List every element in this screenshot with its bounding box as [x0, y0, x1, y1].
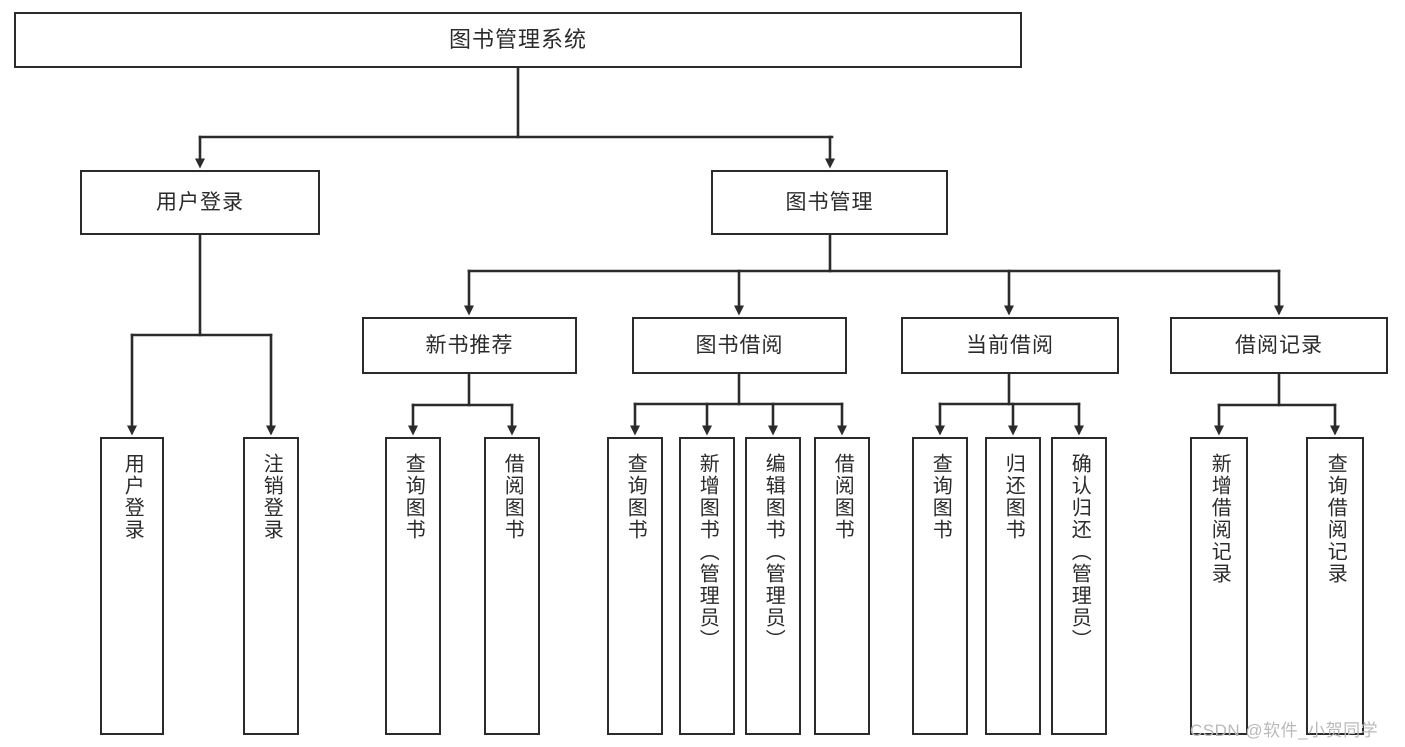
node-current-borrow[interactable]: 当前借阅	[901, 317, 1119, 374]
node-leaf-query-book-2[interactable]: 查询图书	[607, 437, 663, 735]
node-leaf-user-login-label: 用户登录	[121, 453, 144, 541]
node-leaf-add-record-label: 新增借阅记录	[1208, 453, 1231, 585]
node-leaf-borrow-book-1[interactable]: 借阅图书	[484, 437, 540, 735]
node-leaf-edit-book[interactable]: 编辑图书（管理员）	[745, 437, 801, 735]
node-leaf-query-book-3-label: 查询图书	[929, 453, 952, 541]
node-leaf-confirm-return-label: 确认归还（管理员）	[1068, 453, 1091, 651]
node-leaf-query-record[interactable]: 查询借阅记录	[1306, 437, 1364, 735]
node-leaf-add-book-label: 新增图书（管理员）	[696, 453, 719, 651]
node-new-book-rec-label: 新书推荐	[425, 333, 514, 357]
node-user-login-label: 用户登录	[156, 190, 244, 214]
node-leaf-add-book[interactable]: 新增图书（管理员）	[679, 437, 735, 735]
node-leaf-confirm-return[interactable]: 确认归还（管理员）	[1051, 437, 1107, 735]
node-current-borrow-label: 当前借阅	[966, 333, 1054, 357]
node-new-book-rec[interactable]: 新书推荐	[362, 317, 577, 374]
node-leaf-return-book-label: 归还图书	[1002, 453, 1025, 541]
node-book-manage-label: 图书管理	[785, 190, 874, 214]
node-borrow-record[interactable]: 借阅记录	[1170, 317, 1388, 374]
csdn-watermark: CSDN @软件_小贺同学	[1190, 721, 1379, 740]
node-leaf-return-book[interactable]: 归还图书	[985, 437, 1041, 735]
node-root[interactable]: 图书管理系统	[14, 12, 1022, 68]
node-leaf-add-record[interactable]: 新增借阅记录	[1190, 437, 1248, 735]
node-user-login[interactable]: 用户登录	[80, 170, 320, 235]
node-leaf-query-book-2-label: 查询图书	[624, 453, 647, 541]
node-leaf-borrow-book-1-label: 借阅图书	[501, 453, 524, 541]
node-leaf-logout-label: 注销登录	[260, 453, 283, 541]
node-book-borrow[interactable]: 图书借阅	[632, 317, 847, 374]
node-book-borrow-label: 图书借阅	[695, 333, 784, 357]
node-leaf-logout[interactable]: 注销登录	[243, 437, 299, 735]
node-leaf-query-record-label: 查询借阅记录	[1324, 453, 1347, 585]
node-leaf-query-book-1[interactable]: 查询图书	[385, 437, 441, 735]
node-book-manage[interactable]: 图书管理	[711, 170, 948, 235]
node-leaf-borrow-book-2[interactable]: 借阅图书	[814, 437, 870, 735]
node-leaf-edit-book-label: 编辑图书（管理员）	[762, 453, 785, 651]
node-leaf-user-login[interactable]: 用户登录	[100, 437, 164, 735]
node-leaf-query-book-1-label: 查询图书	[402, 453, 425, 541]
node-leaf-query-book-3[interactable]: 查询图书	[912, 437, 968, 735]
node-leaf-borrow-book-2-label: 借阅图书	[831, 453, 854, 541]
node-root-label: 图书管理系统	[448, 26, 587, 52]
node-borrow-record-label: 借阅记录	[1235, 333, 1323, 357]
